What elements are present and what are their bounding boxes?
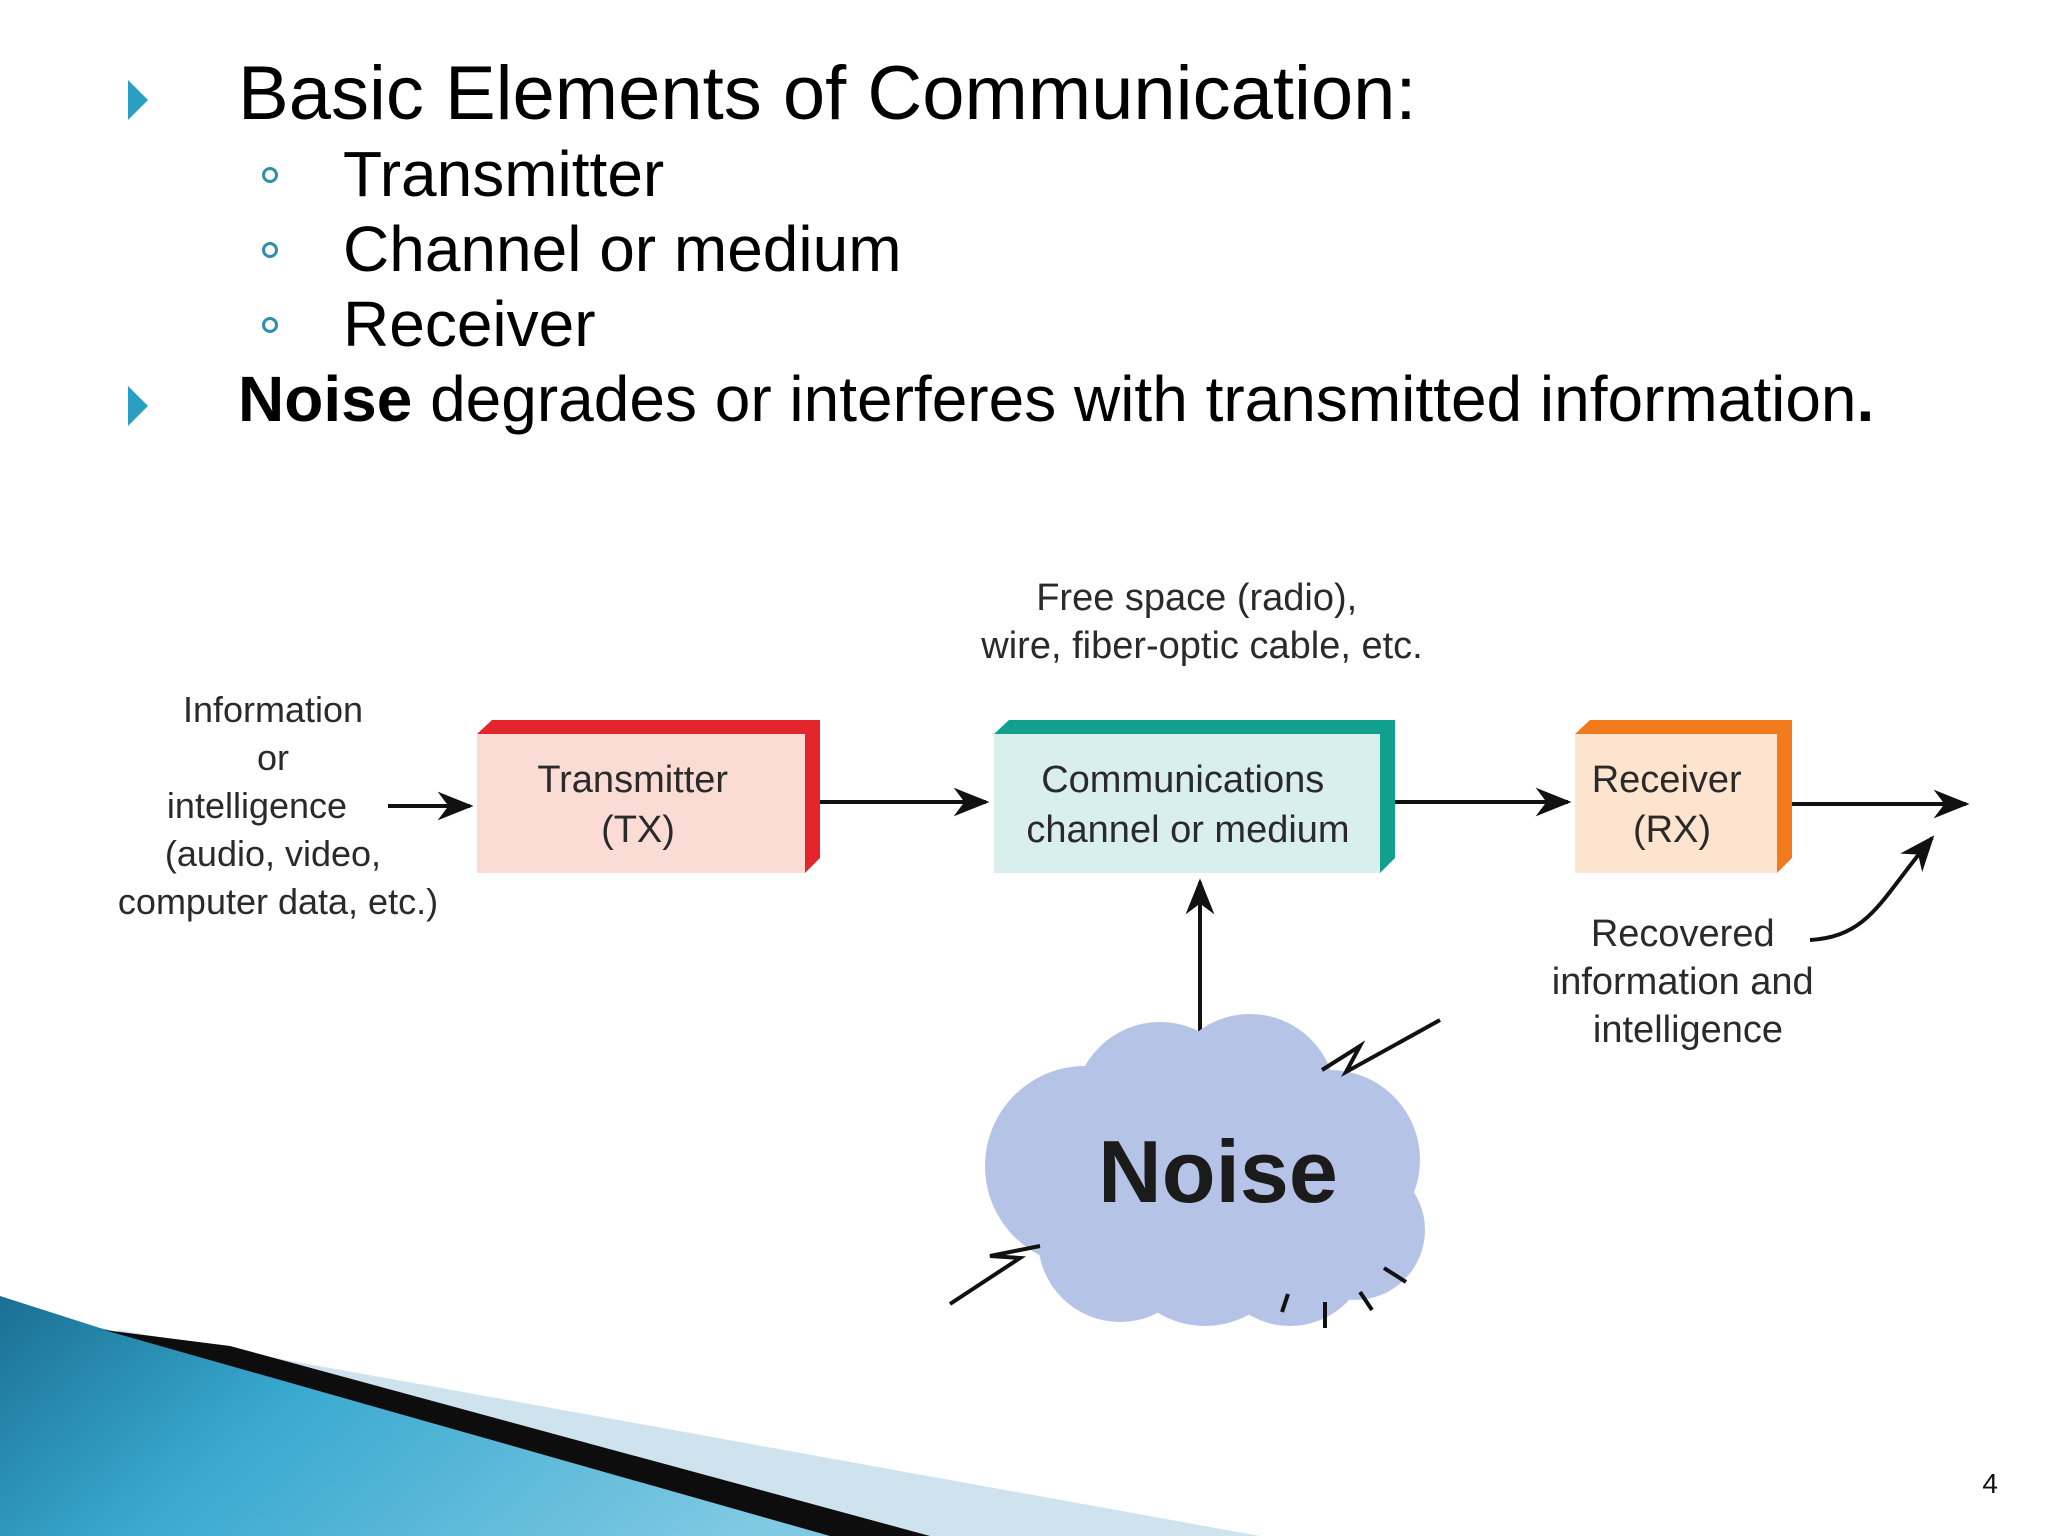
sub-item-receiver: Receiver	[343, 288, 596, 360]
noise-cloud	[985, 1014, 1425, 1326]
bullet-noise: Noise degrades or interferes with transm…	[238, 362, 1938, 436]
noise-sentence: degrades or interferes with transmitted …	[412, 363, 1857, 435]
receiver-block: Receiver (RX)	[1575, 720, 1792, 873]
sub-bullet-circle-icon	[262, 167, 278, 183]
tx-label: Transmitter (TX)	[537, 759, 738, 851]
noise-label: Noise	[1098, 1122, 1338, 1221]
lightning-bolt-icon	[1320, 1018, 1441, 1078]
bullet-heading: Basic Elements of Communication:	[238, 51, 1417, 136]
lightning-bolt-icon	[948, 1244, 1041, 1306]
ch-face	[994, 734, 1380, 873]
medium-label: Free space (radio), wire, fiber-optic ca…	[980, 577, 1422, 667]
input-label: Information or intelligence (audio, vide…	[118, 689, 438, 922]
slide-corner-decoration	[0, 1296, 1260, 1536]
noise-period: .	[1856, 363, 1875, 435]
sub-bullet-circle-icon	[262, 317, 278, 333]
sub-bullet-circle-icon	[262, 242, 278, 258]
communication-diagram: Free space (radio), wire, fiber-optic ca…	[118, 577, 1970, 1328]
bullet-arrow-icon	[128, 80, 148, 120]
recovered-curve-arrow	[1809, 835, 1935, 942]
transmitter-block: Transmitter (TX)	[477, 720, 820, 873]
noise-rays	[1280, 1266, 1408, 1328]
output-label: Recovered information and intelligence	[1552, 913, 1825, 1051]
bullet-arrow-icon	[128, 386, 148, 426]
sub-item-channel: Channel or medium	[343, 213, 902, 285]
noise-bold-word: Noise	[238, 363, 413, 435]
channel-label: Communications channel or medium	[1026, 759, 1349, 851]
rx-label: Receiver (RX)	[1592, 759, 1753, 851]
tx-face	[477, 734, 805, 873]
page-number: 4	[1982, 1468, 1998, 1499]
sub-item-transmitter: Transmitter	[343, 138, 665, 210]
channel-block: Communications channel or medium	[994, 720, 1395, 873]
rx-face	[1575, 734, 1777, 873]
